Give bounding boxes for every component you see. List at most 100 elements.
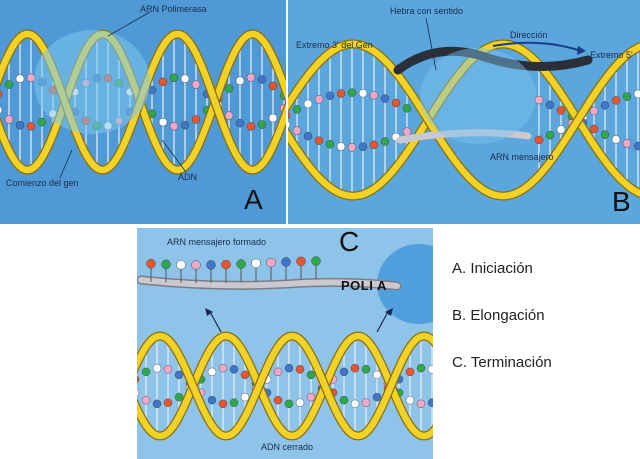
panel-c-dna-nucleotide — [137, 375, 140, 384]
panel-b-dna-nucleotide — [325, 140, 335, 149]
panel-c-dna-nucleotide — [207, 367, 217, 377]
panel-c-dna-nucleotide — [229, 398, 239, 407]
panel-b-dna-nucleotide — [358, 142, 368, 151]
panel-c-dna-nucleotide — [405, 367, 415, 377]
panel-c-dna-nucleotide — [240, 370, 250, 380]
label-poli-a: POLI A — [341, 278, 387, 293]
panel-c-dna-nucleotide — [240, 392, 250, 402]
panel-b-dna-nucleotide — [303, 99, 313, 109]
panel-c-dna-nucleotide — [273, 367, 283, 377]
panel-b-dna-nucleotide — [358, 89, 368, 98]
mrna-nucleotide — [161, 259, 171, 270]
label-direction: Dirección — [510, 30, 548, 40]
panel-b-dna-backbone-strand — [288, 40, 640, 200]
panel-c-dna-nucleotide — [152, 399, 162, 409]
mrna-nucleotide — [206, 260, 216, 270]
panel-b-elongation: Hebra con sentido Dirección Extremo 3' d… — [288, 0, 640, 224]
panel-a-dna-nucleotide — [246, 122, 256, 131]
panel-b-dna-nucleotide — [292, 126, 302, 135]
panel-a-dna-nucleotide — [246, 73, 256, 82]
panel-a-dna-nucleotide — [158, 117, 168, 127]
panel-b-dna-nucleotide — [556, 125, 566, 134]
direction-arrow-line — [492, 41, 579, 51]
panel-a-dna-backbone-strand — [0, 30, 286, 174]
panel-c-dna-nucleotide — [218, 363, 228, 373]
panel-a-initiation: ARN Polimerasa Comienzo del gen ADN A — [0, 0, 286, 224]
panel-b-dna-backbone-strand — [288, 40, 640, 200]
panel-b-dna-nucleotide — [380, 94, 390, 103]
panel-c-dna-nucleotide — [152, 363, 162, 373]
panel-c-helix-illustration — [137, 244, 433, 441]
pointer-line-coding-strand — [425, 17, 437, 71]
panel-c-dna-nucleotide — [339, 367, 349, 377]
panel-a-dna-nucleotide — [180, 74, 190, 83]
panel-a-dna-nucleotide — [180, 121, 190, 130]
release-arrow-left-head — [205, 308, 213, 316]
panel-c-dna-nucleotide — [361, 398, 371, 407]
release-arrow-right-line — [376, 309, 390, 333]
panel-b-dna-nucleotide — [611, 135, 621, 144]
label-gene-start: Comienzo del gen — [6, 178, 79, 188]
panel-a-dna-nucleotide — [268, 113, 278, 123]
panel-a-dna-nucleotide — [0, 106, 3, 114]
panel-c-dna-nucleotide — [427, 365, 433, 374]
panel-c-dna-nucleotide — [416, 399, 426, 409]
panel-c-dna-nucleotide — [174, 370, 184, 380]
panel-c-dna-nucleotide — [295, 365, 305, 374]
panel-b-dna-nucleotide — [545, 130, 555, 140]
panel-c-dna-nucleotide — [141, 367, 151, 377]
panel-a-dna-nucleotide — [26, 73, 36, 82]
panel-c-dna-nucleotide — [295, 398, 305, 407]
mrna-nucleotide — [176, 260, 186, 270]
stage-legend: A. Iniciación B. Elongación C. Terminaci… — [452, 260, 632, 401]
panel-c-dna-nucleotide — [273, 395, 283, 405]
panel-c-dna-nucleotide — [350, 399, 360, 409]
panel-b-dna-nucleotide — [391, 98, 401, 108]
panel-b-dna-nucleotide — [534, 135, 544, 145]
panel-c-dna-nucleotide — [306, 392, 316, 402]
panel-c-letter: C — [339, 228, 360, 257]
panel-b-dna-nucleotide — [303, 131, 313, 141]
panel-a-dna-nucleotide — [224, 111, 234, 120]
panel-b-coding-strand — [393, 46, 593, 75]
panel-a-dna-nucleotide — [4, 115, 14, 124]
panel-b-dna-nucleotide — [622, 92, 632, 101]
panel-a-dna-nucleotide — [15, 74, 25, 83]
legend-item-initiation: A. Iniciación — [452, 260, 533, 277]
panel-a-dna-nucleotide — [235, 119, 245, 128]
label-5prime-end: Extremo 5' — [590, 50, 633, 60]
panel-c-dna-nucleotide — [416, 363, 426, 373]
panel-b-dna-nucleotide — [347, 143, 357, 152]
mrna-nucleotide — [266, 257, 276, 268]
mrna-nucleotide — [311, 256, 321, 266]
panel-a-dna-nucleotide — [0, 90, 3, 98]
panel-b-dna-nucleotide — [545, 100, 555, 110]
label-mrna-formed: ARN mensajero formado — [167, 237, 267, 247]
panel-a-helix-illustration — [0, 11, 286, 179]
panel-a-dna-nucleotide — [224, 84, 234, 93]
mrna-nucleotide — [281, 257, 291, 267]
panel-a-dna-nucleotide — [191, 80, 201, 89]
direction-arrow-head — [577, 46, 586, 55]
panel-b-polymerase-blob — [420, 48, 536, 144]
panel-c-dna-nucleotide — [372, 392, 382, 402]
panel-b-dna-nucleotide — [402, 104, 412, 113]
panel-c-dna-nucleotide — [339, 395, 349, 405]
mrna-nucleotide — [221, 259, 231, 270]
panel-a-dna-nucleotide — [268, 81, 278, 91]
mrna-nucleotide — [146, 258, 156, 269]
mrna-nucleotide — [251, 258, 261, 269]
panel-b-helix-illustration — [288, 17, 640, 201]
panel-b-dna-nucleotide — [622, 139, 632, 148]
panel-c-mrna-strand — [138, 277, 400, 289]
panel-c-dna-nucleotide — [163, 365, 173, 374]
panel-b-dna-nucleotide — [402, 127, 412, 136]
panel-a-dna-nucleotide — [235, 76, 245, 85]
panel-c-dna-nucleotide — [137, 388, 140, 397]
panel-b-dna-nucleotide — [369, 140, 379, 149]
pointer-line-gene-start — [59, 149, 73, 179]
label-dna: ADN — [178, 172, 198, 182]
panel-c-dna-nucleotide — [174, 392, 184, 402]
panel-b-dna-nucleotide — [556, 106, 566, 115]
rna-polymerase-blob — [34, 30, 150, 134]
